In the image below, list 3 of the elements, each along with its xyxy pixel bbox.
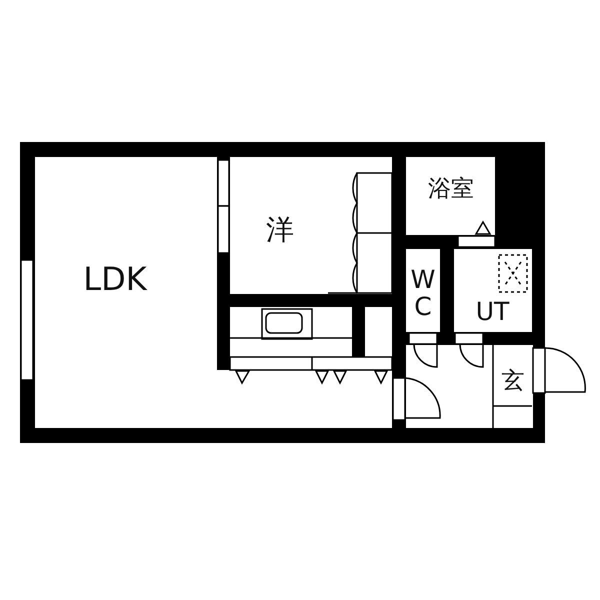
room-label: 洋 [250, 205, 310, 255]
room-label: 玄 [495, 362, 531, 402]
room-label: LDK [60, 250, 170, 310]
